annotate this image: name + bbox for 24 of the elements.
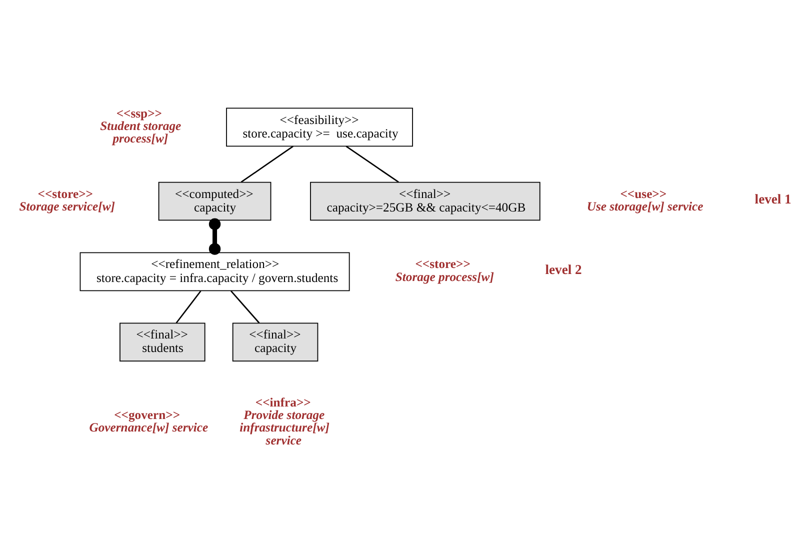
- connector: [176, 290, 202, 323]
- node-label: <<ssp>>: [116, 106, 162, 120]
- node-box: <<final>> capacity>=25GB && capacity<=40GB: [310, 181, 540, 220]
- node-label: <<infra>>: [255, 394, 311, 409]
- node-box: <<final>> students: [120, 322, 206, 362]
- node-box: <<feasibility>> store.capacity >= use.capacity: [226, 107, 413, 146]
- node-label: <<store>>: [38, 186, 93, 200]
- label: level 1: [754, 190, 792, 206]
- connector: [240, 145, 294, 182]
- node-label: <<use>>: [620, 186, 667, 200]
- node-label: Storage service[w]: [19, 198, 115, 213]
- label: level 2: [545, 261, 582, 276]
- node-label: Use storage[w] service: [586, 198, 704, 213]
- node-label: <<govern>>: [114, 408, 180, 422]
- node-box: <<computed>> capacity: [158, 181, 272, 220]
- connector: [346, 145, 399, 182]
- node-label: Provide storage infrastructure[w] service: [240, 408, 330, 447]
- connector: [208, 218, 221, 254]
- node-label: Student storage process[w]: [100, 118, 182, 146]
- node-label: <<store>>: [415, 256, 470, 271]
- node-label: Storage process[w]: [395, 269, 494, 284]
- node-box: <<refinement_relation>> store.capacity = infra.capacity / govern.students: [80, 252, 350, 291]
- connector: [230, 290, 260, 323]
- node-box: <<final>> capacity: [232, 322, 318, 362]
